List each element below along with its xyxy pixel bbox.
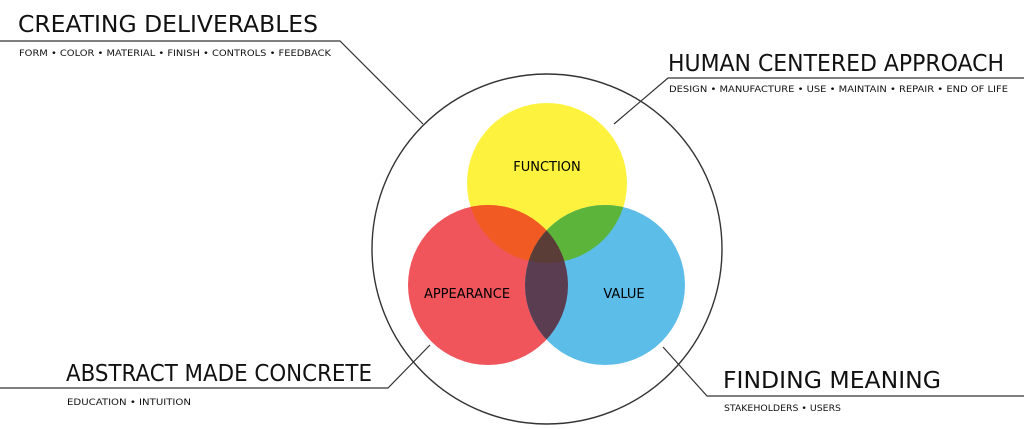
callout-subtitle-creating-deliverables: FORM • COLOR • MATERIAL • FINISH • CONTR… — [19, 49, 331, 59]
appearance-label: APPEARANCE — [424, 287, 510, 302]
callout-subtitle-finding-meaning: STAKEHOLDERS • USERS — [724, 404, 841, 414]
callout-title-finding-meaning: FINDING MEANING — [723, 368, 941, 394]
callout-title-creating-deliverables: CREATING DELIVERABLES — [18, 12, 318, 38]
value-label: VALUE — [603, 287, 644, 302]
leader-top-left — [0, 40, 424, 125]
callout-title-abstract-made-concrete: ABSTRACT MADE CONCRETE — [66, 361, 372, 387]
leader-top-right — [613, 77, 1024, 125]
leader-bottom-left — [0, 344, 431, 389]
leader-bottom-right — [662, 346, 1024, 397]
callout-subtitle-human-centered-approach: DESIGN • MANUFACTURE • USE • MAINTAIN • … — [669, 85, 1008, 95]
callout-subtitle-abstract-made-concrete: EDUCATION • INTUITION — [67, 398, 191, 408]
function-appearance-overlap — [467, 205, 568, 263]
callout-title-human-centered-approach: HUMAN CENTERED APPROACH — [668, 51, 1004, 77]
outer-ring — [371, 73, 723, 425]
function-value-overlap — [525, 205, 627, 263]
function-label: FUNCTION — [513, 160, 581, 175]
